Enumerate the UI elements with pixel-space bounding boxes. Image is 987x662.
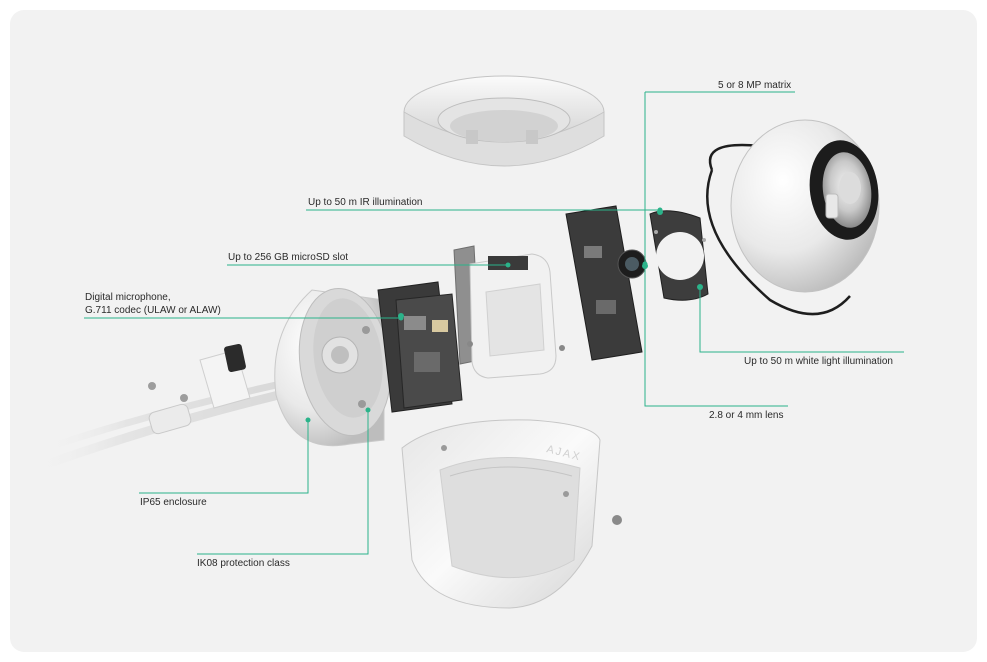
callout-lines [84, 91, 904, 555]
callout-dots [305, 207, 703, 423]
housing-cover: AJAX [401, 419, 622, 609]
sensor-board [565, 205, 648, 361]
power-cables [25, 343, 305, 475]
enclosure-body [274, 287, 392, 447]
callout-line-ik08 [197, 410, 369, 555]
callout-ik08-class: IK08 protection class [197, 558, 290, 569]
sd-card-bracket [453, 245, 565, 379]
callout-line-ip65 [139, 420, 309, 494]
front-dome [706, 119, 880, 316]
callout-matrix: 5 or 8 MP matrix [718, 80, 792, 91]
main-circuit-board [377, 281, 463, 413]
callout-ir-illumination: Up to 50 m IR illumination [308, 197, 423, 208]
callout-line-lens [644, 264, 788, 407]
callout-lens: 2.8 or 4 mm lens [709, 410, 784, 421]
callout-ip65-enclosure: IP65 enclosure [140, 497, 207, 508]
illumination-ring-board [649, 209, 709, 301]
mounting-ring [403, 75, 605, 167]
callout-microsd-slot: Up to 256 GB microSD slot [228, 252, 349, 263]
callout-line-white-light [699, 287, 904, 353]
callout-microphone-line2: G.711 codec (ULAW or ALAW) [85, 305, 221, 316]
callout-white-light: Up to 50 m white light illumination [744, 356, 893, 367]
callout-microphone-line1: Digital microphone, [85, 292, 171, 303]
